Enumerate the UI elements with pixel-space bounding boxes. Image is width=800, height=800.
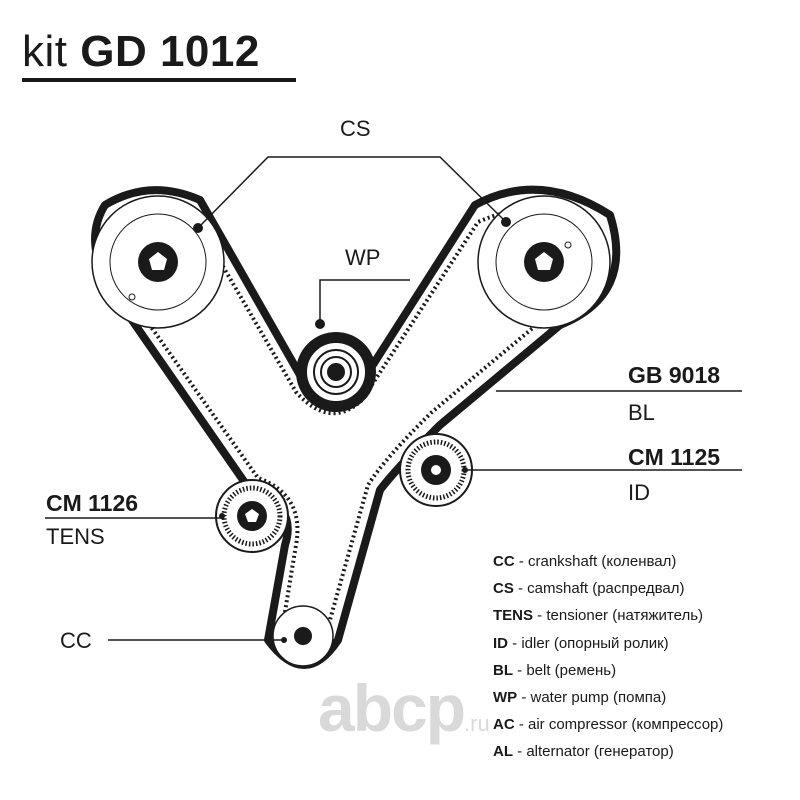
idler-pulley: [399, 433, 473, 507]
label-cm1126-sub: TENS: [46, 524, 105, 549]
legend-row: ID - idler (опорный ролик): [493, 634, 669, 652]
legend-row: AL - alternator (генератор): [493, 743, 674, 761]
label-gb-sub: BL: [628, 400, 655, 425]
legend-row: TENS - tensioner (натяжитель): [493, 607, 704, 625]
legend-row: WP - water pump (помпа): [493, 689, 667, 707]
legend-row: CC - crankshaft (коленвал): [493, 553, 677, 570]
water-pump-pulley: [296, 319, 376, 412]
label-cm1125-code: CM 1125: [628, 444, 721, 470]
camshaft-pulley-left: [91, 195, 225, 329]
label-cm1126-code: CM 1126: [46, 490, 139, 516]
watermark: abcp.ru: [318, 671, 490, 745]
title-underline: [22, 78, 296, 82]
kit-code: GD 1012: [80, 27, 260, 76]
legend-row: BL - belt (ремень): [493, 661, 617, 679]
label-cs: CS: [340, 116, 371, 141]
legend: CC - crankshaft (коленвал) CS - camshaft…: [493, 548, 723, 766]
legend-row: CS - camshaft (распредвал): [493, 580, 685, 598]
crankshaft-pulley: [272, 605, 334, 667]
label-cm1125-sub: ID: [628, 480, 650, 505]
kit-prefix: kit: [22, 27, 68, 76]
leader-lines: [45, 156, 742, 641]
tensioner-pulley: [215, 479, 289, 553]
label-cc: CC: [60, 628, 92, 653]
kit-title: kit GD 1012: [22, 28, 260, 76]
label-wp: WP: [345, 245, 381, 270]
camshaft-pulley-right: [477, 195, 611, 329]
label-gb-code: GB 9018: [628, 362, 721, 388]
legend-row: AC - air compressor (компрессор): [493, 716, 724, 734]
